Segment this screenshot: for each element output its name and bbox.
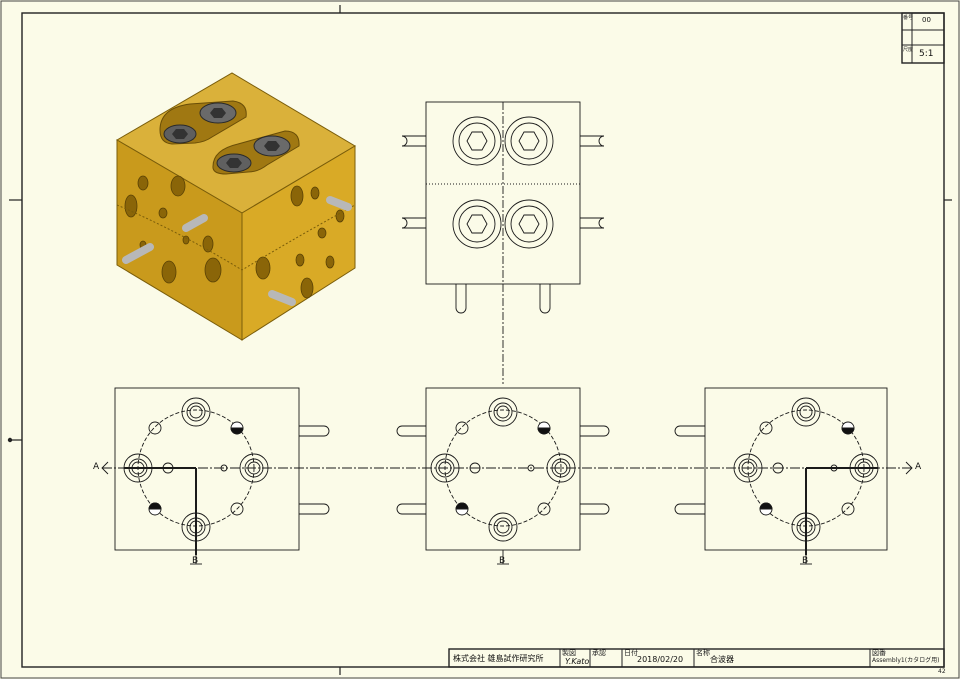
section-a-left-label: A [93,462,100,472]
drawing-date: 2018/02/20 [637,655,684,664]
hex-socket-screw-icon [163,102,291,173]
section-b3-label: B [802,556,809,566]
revision-label: 番号 [903,15,914,21]
checked-label: 承認 [592,649,606,657]
section-line-a [101,461,913,565]
front-view-left [114,387,330,555]
revision-box [901,12,945,64]
scale-label: 尺度 [903,47,914,53]
title-block [448,648,945,668]
company-name: 株式会社 雄島試作研究所 [453,654,544,663]
file-label: 図番 [872,649,886,657]
frame-center-marks [7,5,952,675]
section-b1-label: B [192,556,199,566]
file-name: Assembly1(カタログ用) [872,657,940,664]
drawing-frame [21,12,945,668]
sheet-id: 42 [938,668,946,675]
front-view-center [396,387,610,551]
isometric-view [116,72,356,341]
revision-value: 00 [922,16,931,24]
front-view-right [674,387,888,555]
date-label: 日付 [624,649,638,657]
part-name: 合波器 [710,655,734,664]
drawn-by: Y.Kato [565,657,590,666]
section-b2-label: B [499,556,506,566]
section-a-right-label: A [915,462,922,472]
scale-value: 5:1 [919,49,934,59]
drawn-label: 製図 [562,649,576,657]
dowel-pin-icon [122,196,352,306]
name-label: 名称 [696,649,710,657]
top-view [401,101,605,384]
